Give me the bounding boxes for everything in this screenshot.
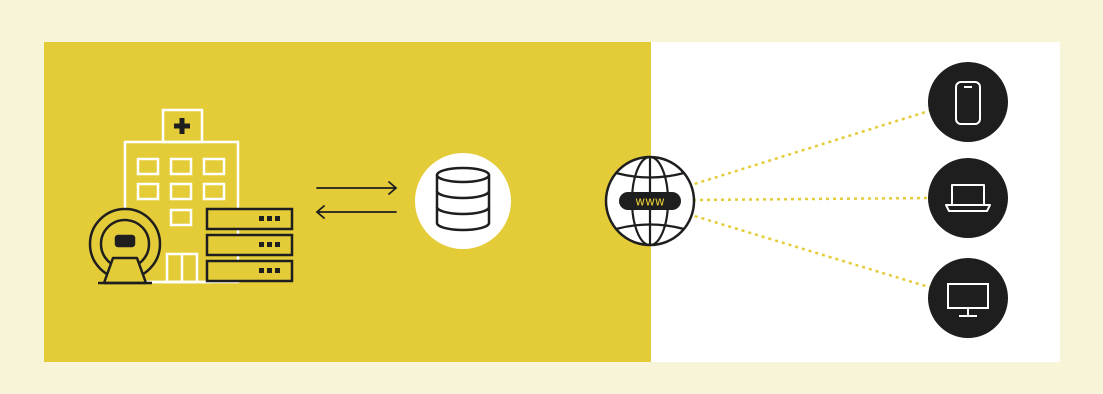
link-globe-phone [687,108,933,188]
link-globe-laptop [692,196,931,202]
server-unit [205,259,294,283]
network-links [500,108,933,290]
www-label: www [635,195,665,209]
yellow-panel [44,42,651,362]
server-unit [205,207,294,231]
arrow-right [316,181,398,195]
database-icon [435,166,491,232]
www-label-bar [619,192,681,210]
database-node [415,153,511,249]
server-unit [205,233,294,257]
globe-icon: www [604,155,696,247]
mri-scanner-icon [88,207,162,285]
link-globe-monitor [687,212,933,290]
smartphone-icon [955,81,981,125]
bidirectional-arrows-icon [315,181,398,219]
device-monitor [928,258,1008,338]
server-rack-icon [205,207,294,283]
arrow-left [315,205,397,219]
device-phone [928,62,1008,142]
device-laptop [928,158,1008,238]
desktop-monitor-icon [947,283,989,317]
laptop-icon [945,184,991,212]
